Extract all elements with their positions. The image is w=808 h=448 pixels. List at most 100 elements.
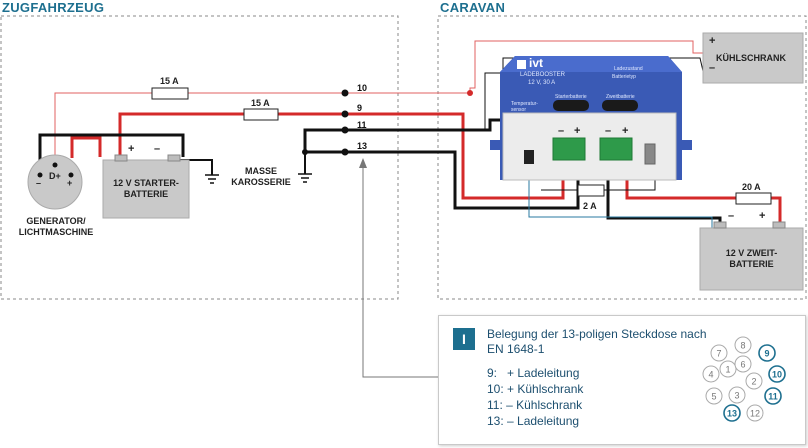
generator-d-label: D+ <box>49 171 61 181</box>
generator-minus-label: – <box>36 178 42 188</box>
second-plus-label: + <box>759 210 766 222</box>
starter-battery-body <box>102 159 190 219</box>
svg-text:6: 6 <box>740 360 745 370</box>
second-minus-label: – <box>728 210 735 222</box>
second-terminal-minus <box>713 221 727 229</box>
booster-term-plus-2: + <box>622 125 629 137</box>
booster-small-3: Temperatur- sensor <box>511 101 538 113</box>
fridge-plus-label: + <box>709 35 716 47</box>
info-row-13: 13: – Ladeleitung <box>487 414 580 428</box>
fuse-20a <box>735 192 772 205</box>
wire-gen-ground <box>38 133 185 160</box>
second-battery-label: 12 V ZWEIT- BATTERIE <box>725 248 778 269</box>
booster-small-1: Starterbatterie <box>555 94 587 100</box>
junction-dot-fridge <box>467 90 473 96</box>
fridge-minus-label: – <box>709 62 716 74</box>
socket-pin-5: 5 <box>705 387 723 405</box>
svg-text:12: 12 <box>750 409 760 419</box>
generator-label: GENERATOR/ LICHTMASCHINE <box>18 216 94 237</box>
svg-text:5: 5 <box>711 392 716 402</box>
starter-battery-label: 12 V STARTER- BATTERIE <box>113 178 179 199</box>
zugfahrzeug-frame <box>0 15 399 300</box>
second-terminal-plus <box>772 221 786 229</box>
socket-pin-11: 11 <box>764 387 782 405</box>
masse-label: MASSE KAROSSERIE <box>231 166 291 187</box>
pin-dot-13 <box>341 148 349 156</box>
svg-text:10: 10 <box>772 370 782 380</box>
starter-plus-label: + <box>128 143 135 155</box>
socket-pin-1: 1 <box>719 360 737 378</box>
starter-minus-label: – <box>154 143 161 155</box>
svg-text:7: 7 <box>716 349 721 359</box>
fuse-15a-1 <box>151 87 189 100</box>
generator-terminal-d <box>52 162 58 168</box>
socket-pin-6: 6 <box>734 355 752 373</box>
caravan-frame <box>437 15 807 300</box>
socket-pin-7: 7 <box>710 344 728 362</box>
booster-spec: 12 V, 30 A <box>528 80 556 86</box>
booster-small-4: Ladezustand <box>614 66 643 72</box>
caravan-title: CARAVAN <box>440 0 506 15</box>
generator-plus-label: + <box>67 178 73 188</box>
zugfahrzeug-title: ZUGFAHRZEUG <box>2 0 105 15</box>
svg-text:11: 11 <box>768 392 778 402</box>
info-title: Belegung der 13-poligen Steckdose nach E… <box>487 327 707 356</box>
info-row-11: 11: – Kühlschrank <box>487 398 583 412</box>
socket-pin-9: 9 <box>758 344 776 362</box>
booster-small-5: Batterietyp <box>612 74 636 80</box>
socket-pin-10: 10 <box>768 365 786 383</box>
ground-symbol-battery <box>205 174 219 184</box>
pin-dot-10 <box>341 89 349 97</box>
booster-term-plus-1: + <box>574 125 581 137</box>
svg-text:4: 4 <box>708 370 713 380</box>
socket-pin-8: 8 <box>734 336 752 354</box>
booster-term-minus-1: – <box>558 125 565 137</box>
info-badge: I <box>453 328 475 350</box>
svg-text:2: 2 <box>751 377 756 387</box>
pin-dot-9 <box>341 110 349 118</box>
pin-label-13: 13 <box>357 141 368 151</box>
socket-pin-4: 4 <box>702 365 720 383</box>
socket-pin-12: 12 <box>746 404 764 422</box>
fuse-2a-label: 2 A <box>583 201 597 211</box>
pin-label-10: 10 <box>357 83 368 93</box>
fridge-label: KÜHLSCHRANK <box>716 53 786 63</box>
booster-name: LADEBOOSTER <box>520 72 566 78</box>
booster-device <box>490 56 692 181</box>
starter-terminal-minus <box>167 154 181 162</box>
fridge-body <box>702 32 804 84</box>
fuse-20a-label: 20 A <box>742 182 761 192</box>
pin-dot-11 <box>341 126 349 134</box>
fuse-15a-2 <box>243 108 279 121</box>
second-battery-body <box>699 227 804 291</box>
svg-text:1: 1 <box>725 365 730 375</box>
info-row-10: 10: + Kühlschrank <box>487 382 584 396</box>
pin-label-9: 9 <box>357 103 363 113</box>
pin-label-11: 11 <box>357 120 367 130</box>
info-row-9: 9: + Ladeleitung <box>487 366 580 380</box>
starter-terminal-plus <box>114 154 128 162</box>
junction-dot-masse <box>302 149 308 155</box>
generator-terminal-plus <box>68 172 74 178</box>
wire-13-black <box>305 150 580 210</box>
booster-brand: ivt <box>529 56 544 70</box>
ground-symbol-masse <box>298 173 312 183</box>
wire-9-red <box>118 112 565 200</box>
svg-text:8: 8 <box>740 341 745 351</box>
fuse-15a-2-label: 15 A <box>251 98 270 108</box>
booster-term-minus-2: – <box>605 125 612 137</box>
socket-pin-3: 3 <box>728 386 746 404</box>
svg-text:3: 3 <box>734 391 739 401</box>
generator-terminal-minus <box>37 172 43 178</box>
socket-pin-13: 13 <box>723 404 741 422</box>
booster-small-2: Zweitbatterie <box>606 94 635 100</box>
socket-pin-2: 2 <box>745 372 763 390</box>
generator-body <box>27 154 83 210</box>
fuse-15a-1-label: 15 A <box>160 76 179 86</box>
svg-text:13: 13 <box>727 409 737 419</box>
wire-gen-battery-red <box>70 136 102 158</box>
svg-text:9: 9 <box>764 349 769 359</box>
